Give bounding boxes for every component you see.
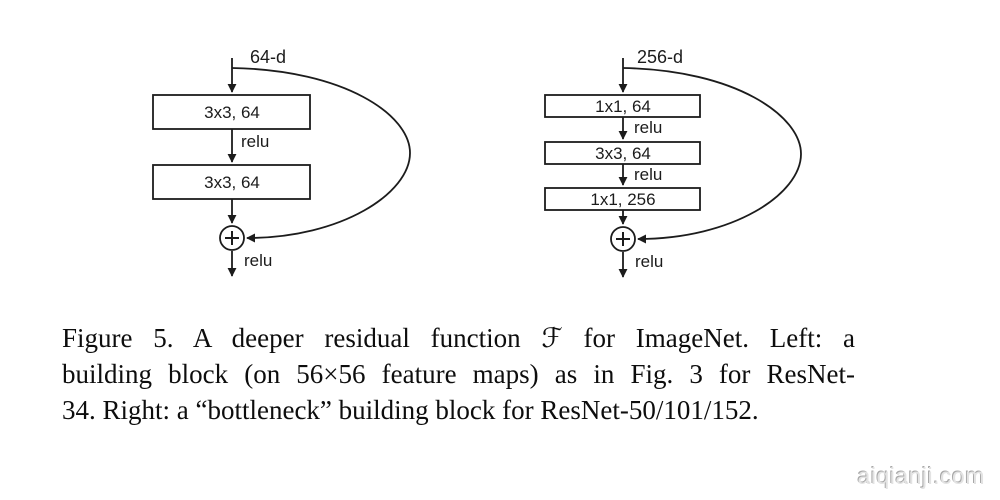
relu-label-out: relu	[635, 252, 663, 271]
relu-label-out: relu	[244, 251, 272, 270]
plus-icon	[225, 231, 239, 245]
relu-label-mid-2: relu	[634, 165, 662, 184]
conv-box-1-label: 3x3, 64	[204, 103, 260, 122]
watermark: aiqianji.com	[857, 463, 985, 489]
caption-line-1: Figure 5. A deeper residual function ℱ f…	[62, 323, 855, 353]
conv-box-2-label: 3x3, 64	[204, 173, 260, 192]
relu-label-mid: relu	[241, 132, 269, 151]
caption-line-2: building block (on 56×56 feature maps) a…	[62, 359, 855, 389]
conv-box-2-label: 3x3, 64	[595, 144, 651, 163]
identity-shortcut-curve	[622, 67, 802, 244]
figure-caption: Figure 5. A deeper residual function ℱ f…	[62, 320, 855, 428]
identity-shortcut-curve	[231, 67, 411, 243]
input-dimension-label: 256-d	[637, 47, 683, 67]
right-block-diagram: 256-d 1x1, 64 relu 3x3, 64 relu 1x1, 256	[520, 30, 840, 295]
caption-line-3: 34. Right: a “bottleneck” building block…	[62, 395, 759, 425]
conv-box-2	[152, 164, 311, 200]
input-dimension-label: 64-d	[250, 47, 286, 67]
conv-box-3-label: 1x1, 256	[590, 190, 655, 209]
right-diagram-svg: 256-d 1x1, 64 relu 3x3, 64 relu 1x1, 256	[544, 47, 802, 278]
conv-box-1-label: 1x1, 64	[595, 97, 651, 116]
left-diagram-svg: 64-d 3x3, 64 relu 3x3, 64 relu	[152, 47, 411, 277]
plus-icon	[616, 232, 630, 246]
relu-label-mid-1: relu	[634, 118, 662, 137]
left-block-diagram: 64-d 3x3, 64 relu 3x3, 64 relu	[140, 30, 460, 295]
